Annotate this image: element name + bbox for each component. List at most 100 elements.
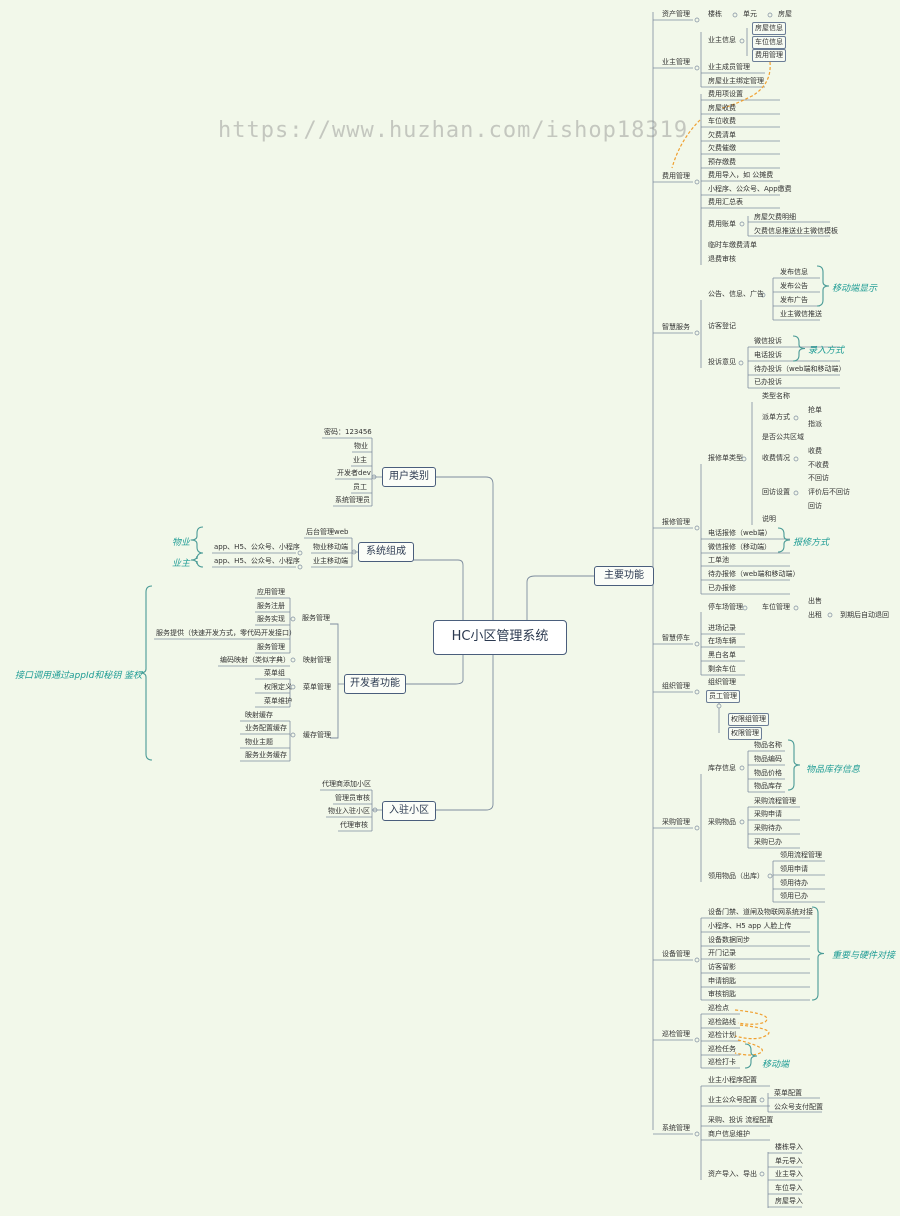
device-item-1: 小程序、H5 app 人脸上传	[708, 922, 792, 930]
repair-note: 报修方式	[793, 538, 830, 548]
asset-2: 房屋	[778, 10, 792, 18]
collapse-dot	[738, 360, 744, 366]
patrol-item-0: 巡检点	[708, 1004, 729, 1012]
collapse-dot	[793, 605, 799, 611]
dev-cache-mgmt: 缓存管理	[303, 731, 331, 739]
smart-notice: 公告、信息、广告	[708, 290, 764, 298]
owner-sub-0: 房屋信息	[752, 22, 786, 35]
collapse-dot	[739, 765, 745, 771]
collapse-dot	[290, 732, 296, 738]
dev-service-1: 服务注册	[257, 602, 285, 610]
cat-device: 设备管理	[662, 950, 690, 958]
repair-desc: 说明	[762, 515, 776, 523]
connector-curve	[412, 559, 464, 620]
owner-item-1: 房屋业主绑定管理	[708, 77, 764, 85]
repair-dispatch: 派单方式	[762, 413, 790, 421]
repair-charge: 收费情况	[762, 454, 790, 462]
brace-mark	[777, 527, 791, 553]
repair-revisit-1: 评价后不回访	[808, 488, 850, 496]
dev-cache-1: 业务配置缓存	[245, 724, 287, 732]
fee-item-0: 费用项设置	[708, 90, 743, 98]
dev-mapping-item: 编码映射（类似字典）	[220, 656, 290, 664]
fee-item-3: 欠费清单	[708, 131, 736, 139]
repair-item-4: 已办报修	[708, 584, 736, 592]
branch-main-functions: 主要功能	[594, 566, 654, 586]
dev-cache-2: 物业主题	[245, 738, 273, 746]
collapse-dot	[694, 17, 700, 23]
repair-item-1: 微信报修（移动端）	[708, 543, 771, 551]
patrol-item-1: 巡检路线	[708, 1018, 736, 1026]
dev-cache-3: 服务业务缓存	[245, 751, 287, 759]
watermark: https://www.huzhan.com/ishop18319	[218, 118, 689, 143]
branch-developer-functions: 开发者功能	[344, 674, 406, 694]
dev-service-0: 应用管理	[257, 588, 285, 596]
collapse-dot	[372, 807, 378, 813]
fee-tail-0: 临时车缴费清单	[708, 241, 757, 249]
fee-account-0: 房屋欠费明细	[754, 213, 796, 221]
purchase-use-1: 领用申请	[780, 865, 808, 873]
brace-mark	[190, 552, 204, 568]
purchase-buy: 采购物品	[708, 818, 736, 826]
collapse-dot	[290, 616, 296, 622]
system-item-1: 业主公众号配置	[708, 1096, 757, 1104]
connector-curve	[404, 653, 464, 685]
parking-item-1: 在场车辆	[708, 637, 736, 645]
dev-service-2: 服务实现	[257, 615, 285, 623]
device-item-3: 开门记录	[708, 949, 736, 957]
brace-mark	[792, 335, 806, 362]
system-data-4: 房屋导入	[775, 1197, 803, 1205]
asset-0: 楼栋	[708, 10, 722, 18]
connector-curve	[330, 623, 339, 739]
repair-public: 是否公共区域	[762, 433, 804, 441]
repair-item-0: 电话报修（web端）	[708, 529, 772, 537]
cat-smart: 智慧服务	[662, 323, 690, 331]
org-sub-0: 权限组管理	[728, 713, 769, 726]
system-item-2: 采购、投诉 流程配置	[708, 1116, 774, 1124]
parking-item-2: 黑白名单	[708, 651, 736, 659]
dev-service-3: 服务提供（快速开发方式，零代码开发接口）	[156, 629, 296, 637]
smart-notice-3: 业主微信推送	[780, 310, 822, 318]
user-type-1: 物业	[354, 442, 368, 450]
smart-notice-1: 发布公告	[780, 282, 808, 290]
dev-mapping-mgmt: 映射管理	[303, 656, 331, 664]
cat-purchase: 采购管理	[662, 818, 690, 826]
purchase-buy-3: 采购已办	[754, 838, 782, 846]
collapse-dot	[739, 38, 745, 44]
collapse-dot	[694, 330, 700, 336]
patrol-item-2: 巡检计划	[708, 1031, 736, 1039]
system-item-3: 商户信息维护	[708, 1130, 750, 1138]
patrol-arrow-2	[734, 1024, 770, 1040]
patrol-arrow-1	[734, 1009, 768, 1025]
connector-curve	[434, 476, 494, 620]
collapse-dot	[694, 179, 700, 185]
org-item-1: 员工管理	[706, 690, 740, 703]
onboard-3: 代理审核	[340, 821, 368, 829]
cat-asset: 资产管理	[662, 10, 690, 18]
cat-system: 系统管理	[662, 1124, 690, 1132]
owner-item-0: 业主成员管理	[708, 63, 750, 71]
sys-item-1: 物业移动端	[313, 543, 348, 551]
connector-curve	[434, 653, 494, 811]
purchase-use: 领用物品（出库）	[708, 872, 764, 880]
fee-item-7: 小程序、公众号、App缴费	[708, 185, 792, 193]
collapse-dot	[694, 525, 700, 531]
fee-tail-1: 退费审核	[708, 255, 736, 263]
collapse-dot	[694, 65, 700, 71]
user-type-5: 系统管理员	[335, 496, 370, 504]
parking-lot: 车位管理	[762, 603, 790, 611]
device-item-4: 访客留影	[708, 963, 736, 971]
collapse-dot	[759, 1097, 765, 1103]
parking-lot-1: 出租	[808, 611, 822, 619]
smart-notice-note: 移动端显示	[832, 284, 878, 294]
patrol-item-4: 巡检打卡	[708, 1058, 736, 1066]
branch-onboard: 入驻小区	[382, 801, 436, 821]
system-data-3: 车位导入	[775, 1184, 803, 1192]
note-property: 物业	[172, 538, 191, 548]
brace-mark	[787, 739, 801, 791]
repair-item-2: 工单池	[708, 556, 729, 564]
collapse-dot	[716, 703, 722, 709]
purchase-use-3: 领用已办	[780, 892, 808, 900]
asset-1: 单元	[743, 10, 757, 18]
fee-account-1: 欠费信息推送业主微信模板	[754, 227, 838, 235]
connector-curve	[526, 575, 594, 620]
